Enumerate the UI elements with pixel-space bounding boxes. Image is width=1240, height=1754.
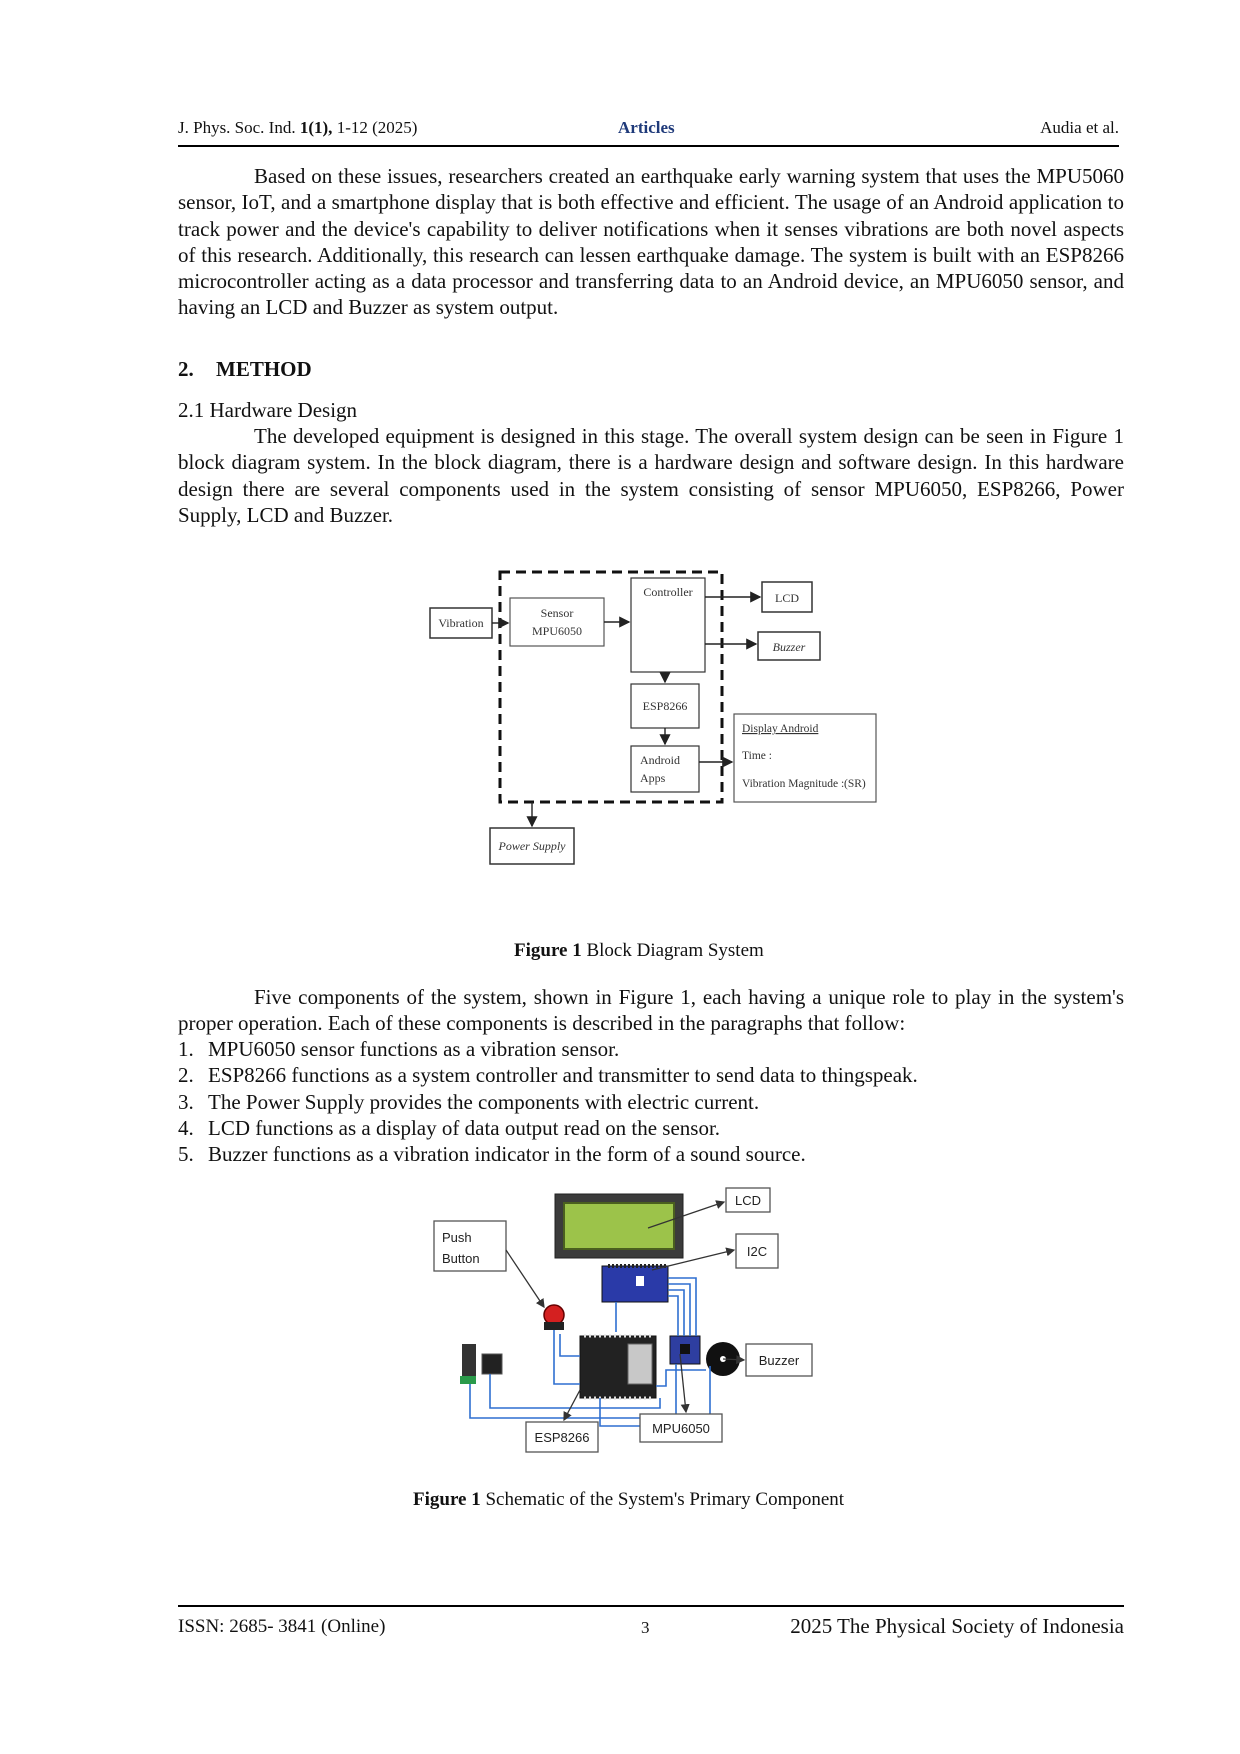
system-boundary (498, 570, 724, 804)
list-item: 3.The Power Supply provides the componen… (178, 1089, 760, 1114)
schematic-diagram: Push Button LCD I2C Buzzer ESP8266 MPU60… (433, 1187, 813, 1453)
issn: ISSN: 2685- 3841 (Online) (178, 1616, 386, 1637)
display-unit: (SR) (844, 778, 866, 790)
list-item: 2.ESP8266 functions as a system controll… (178, 1063, 918, 1088)
list-item: 4.LCD functions as a display of data out… (178, 1115, 721, 1140)
list-item: 5.Buzzer functions as a vibration indica… (178, 1142, 806, 1167)
hardware-paragraph: The developed equipment is designed in t… (178, 424, 1124, 527)
arrow-i2c (651, 1247, 736, 1271)
section-title: METHOD (216, 357, 312, 381)
society: 2025 The Physical Society of Indonesia (790, 1614, 1124, 1638)
header-rule (178, 145, 1119, 147)
android-label-2: Apps (640, 771, 666, 785)
components-paragraph: Five components of the system, shown in … (178, 985, 1124, 1036)
section-number: 2. (178, 357, 194, 381)
buzzer-box (745, 1343, 813, 1377)
figure-1-caption: Figure 1 Block Diagram System (514, 940, 764, 961)
schematic-figure: Push Button LCD I2C Buzzer ESP8266 MPU60… (430, 1186, 870, 1472)
arrow-mpu (679, 1353, 690, 1414)
authors: Audia et al. (1040, 118, 1119, 137)
arrow-push-button (505, 1249, 545, 1309)
mpu-label: MPU6050 (652, 1421, 710, 1436)
lcd-screen (563, 1202, 675, 1250)
journal-citation: J. Phys. Soc. Ind. 1(1), 1-12 (2025) (178, 118, 418, 137)
page-footer: ISSN: 2685- 3841 (Online) 3 2025 The Phy… (178, 1614, 1124, 1644)
dc-jack-plug (462, 1344, 476, 1376)
lcd-box (725, 1187, 771, 1213)
buzzer-block (757, 631, 821, 661)
android-block (630, 745, 700, 793)
dc-jack-terminal (460, 1376, 476, 1384)
section-label: Articles (618, 118, 675, 137)
arrow-buzzer (722, 1355, 746, 1365)
block-diagram: Vibration Sensor MPU6050 Controller ESP8… (429, 570, 877, 865)
push-button-label-1: Push (442, 1230, 472, 1245)
running-header: J. Phys. Soc. Ind. 1(1), 1-12 (2025) Art… (178, 118, 1119, 144)
sensor-label-2: MPU6050 (532, 624, 582, 638)
push-button-box (433, 1220, 507, 1272)
dc-jack-socket (481, 1353, 503, 1375)
lcd-label: LCD (775, 591, 799, 605)
esp-module-shield (627, 1343, 653, 1385)
footer-rule (178, 1605, 1124, 1607)
display-magnitude: Vibration Magnitude : (742, 778, 844, 790)
i2c-box (735, 1233, 779, 1269)
vibration-label: Vibration (438, 616, 483, 630)
page-number: 3 (641, 1618, 650, 1637)
i2c-potentiometer (636, 1276, 644, 1286)
block-diagram-figure: Vibration Sensor MPU6050 Controller ESP8… (420, 560, 900, 910)
esp-label: ESP8266 (643, 699, 688, 713)
arrow-lcd (647, 1200, 726, 1229)
controller-label: Controller (643, 585, 692, 599)
display-android-block (733, 713, 877, 803)
i2c-label: I2C (747, 1244, 767, 1259)
display-title: Display Android (742, 723, 819, 735)
mpu-chip (680, 1344, 690, 1354)
buzzer-label: Buzzer (759, 1353, 800, 1368)
mpu-box (639, 1413, 723, 1443)
buzzer-label: Buzzer (773, 640, 806, 654)
display-time: Time : (742, 750, 772, 762)
power-supply-label: Power Supply (498, 839, 567, 853)
esp-box (525, 1421, 599, 1453)
component-list: 1.MPU6050 sensor functions as a vibratio… (178, 1036, 1124, 1167)
intro-paragraph: Based on these issues, researchers creat… (178, 164, 1124, 320)
controller-block (630, 577, 706, 673)
section-heading: 2. METHOD (178, 357, 312, 382)
push-button-base (544, 1322, 564, 1330)
sensor-block (509, 597, 605, 647)
sensor-label-1: Sensor (541, 606, 574, 620)
lcd-block (761, 581, 813, 613)
subsection-heading: 2.1 Hardware Design (178, 398, 358, 422)
arrow-esp (563, 1389, 581, 1422)
android-label-1: Android (640, 753, 680, 767)
esp-label: ESP8266 (535, 1430, 590, 1445)
i2c-module (601, 1265, 669, 1303)
wiring (469, 1277, 711, 1427)
power-supply-block (489, 827, 575, 865)
figure-2-caption: Figure 1 Schematic of the System's Prima… (413, 1489, 845, 1510)
list-item: 1.MPU6050 sensor functions as a vibratio… (178, 1037, 620, 1061)
lcd-label: LCD (735, 1193, 761, 1208)
push-button-label-2: Button (442, 1251, 480, 1266)
